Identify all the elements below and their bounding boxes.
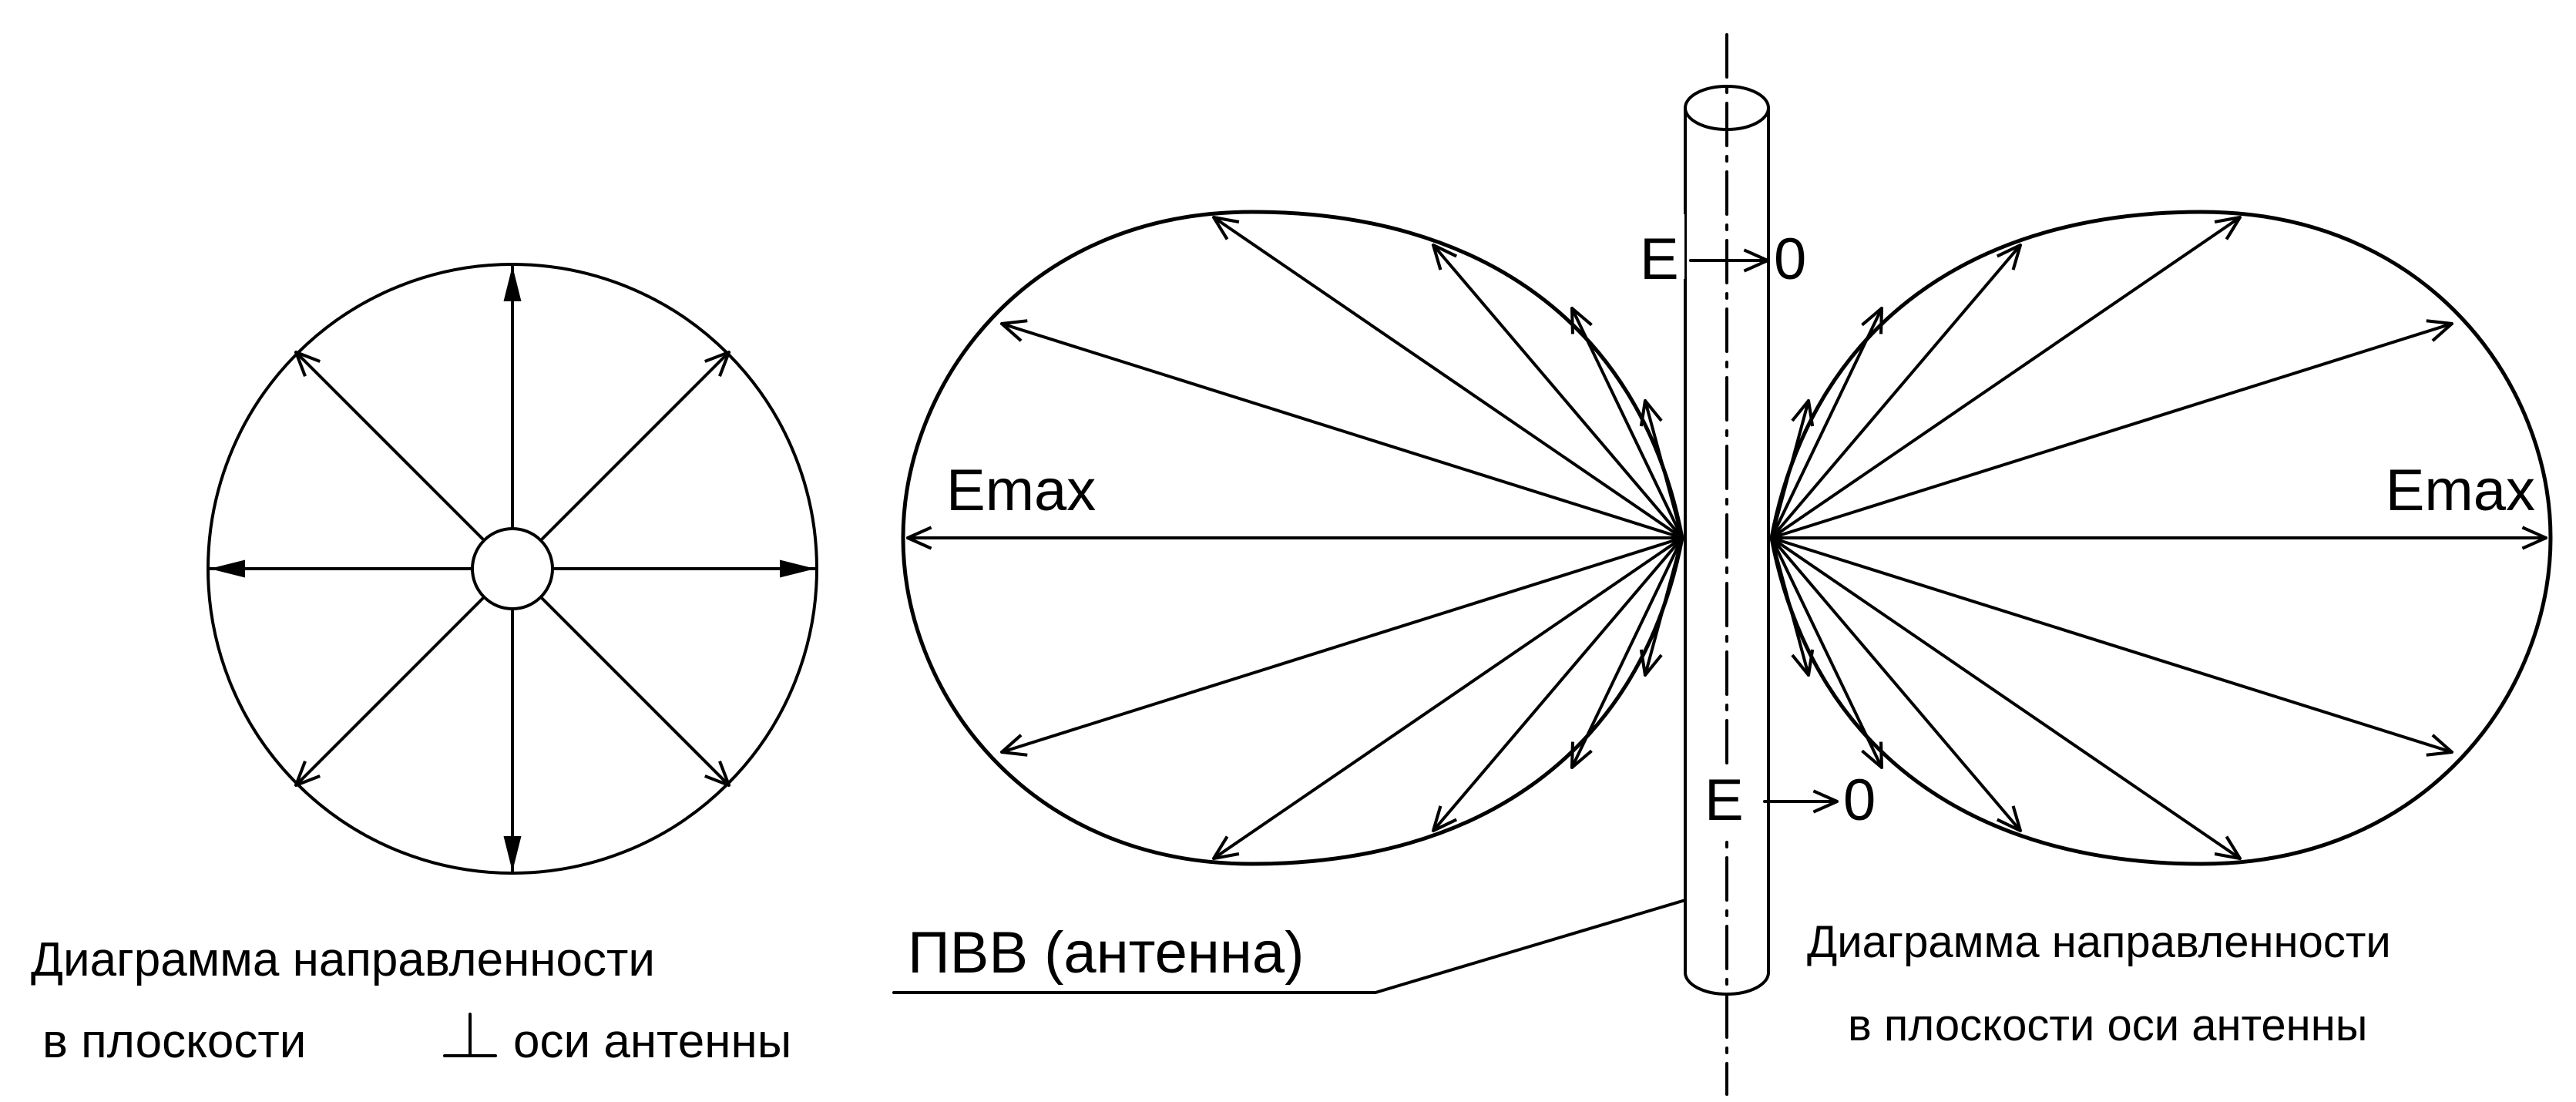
lobe-arrow xyxy=(1214,217,1684,539)
e-label-bottom: E xyxy=(1704,768,1744,833)
antenna-leader-line xyxy=(892,899,1687,994)
arrow-down-left xyxy=(296,596,485,785)
lobe-arrow xyxy=(1770,324,2452,539)
caption-left: Диаграмма направленности в плоскости оси… xyxy=(31,933,791,1068)
arrow-up-left xyxy=(296,352,485,542)
zero-label-top: 0 xyxy=(1774,227,1806,292)
lobe-arrow xyxy=(1433,536,1684,831)
e-label-top-bg xyxy=(1634,214,1684,279)
lobe-arrow xyxy=(1770,536,1809,675)
perpendicular-symbol-icon xyxy=(443,1013,497,1057)
caption-left-line-2b: оси антенны xyxy=(513,1015,791,1068)
caption-left-line-2a: в плоскости xyxy=(42,1015,306,1068)
arrow-down-right xyxy=(539,596,729,785)
arrow-up-right xyxy=(539,352,729,542)
right-lobe-arrows xyxy=(1770,217,2547,858)
lobe-arrow xyxy=(1572,308,1684,539)
zero-label-bottom: 0 xyxy=(1843,768,1876,833)
lobe-arrow xyxy=(1770,401,1809,539)
lobe-arrow xyxy=(1770,536,2020,831)
caption-left-line-1: Диаграмма направленности xyxy=(31,933,655,986)
lobe-arrow xyxy=(1770,308,1882,539)
lobe-arrow xyxy=(1770,536,2240,858)
lobe-arrow xyxy=(1645,401,1684,539)
caption-right-line-1: Диаграмма направленности xyxy=(1807,917,2391,967)
emax-label-right: Emax xyxy=(2386,458,2535,523)
e-label-top: E xyxy=(1640,227,1679,292)
lobe-arrow xyxy=(1214,536,1684,858)
caption-right-line-2: в плоскости оси антенны xyxy=(1848,1000,2367,1050)
lobe-arrow xyxy=(1770,217,2240,539)
left-lobe-arrows xyxy=(906,217,1684,858)
axis-plane-pattern xyxy=(901,210,2553,866)
emax-label-left: Emax xyxy=(946,458,1096,523)
lobe-arrow xyxy=(1770,536,1882,768)
antenna-label: ПВВ (антенна) xyxy=(908,920,1304,986)
lobe-arrow xyxy=(1770,536,2452,752)
lobe-arrow xyxy=(1002,536,1684,752)
lobe-arrow xyxy=(1770,245,2020,539)
lobe-arrow xyxy=(1002,324,1684,539)
perpendicular-plane-pattern xyxy=(207,263,818,875)
caption-right: Диаграмма направленности в плоскости оси… xyxy=(1807,917,2391,1050)
radial-arrows xyxy=(208,264,817,873)
lobe-arrow xyxy=(1433,245,1684,539)
lobe-arrow xyxy=(1572,536,1684,768)
e-label-bottom-bg xyxy=(1703,771,1758,834)
lobe-arrow xyxy=(1645,536,1684,675)
